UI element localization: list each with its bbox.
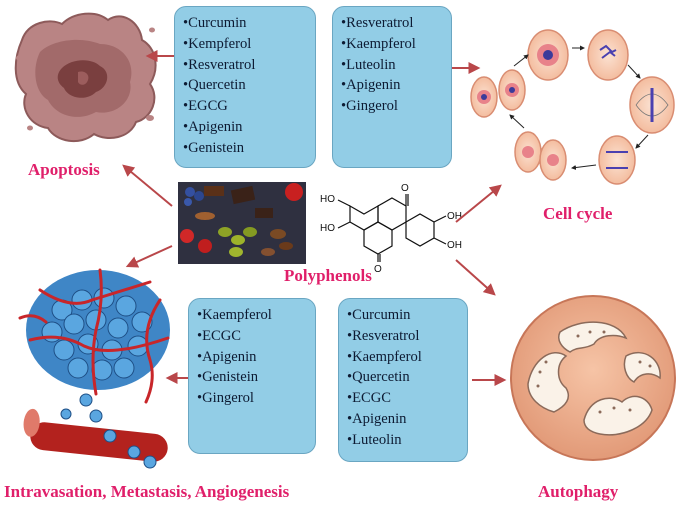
polyphenols-label: Polyphenols <box>284 266 372 285</box>
compound-item: •ECGC <box>347 390 392 407</box>
compound-item: •Kempferol <box>183 35 252 52</box>
cell-cycle-label: Cell cycle <box>543 204 613 223</box>
compound-item: •Gingerol <box>197 390 254 407</box>
atom-label-ho-upper: HO <box>320 194 335 205</box>
arrow-from-food-to-apoptosis <box>122 164 173 207</box>
atom-label-o-top: O <box>401 183 409 194</box>
compound-item: •Resveratrol <box>347 327 420 344</box>
compound-item: •EGCG <box>183 98 228 115</box>
autophagy-label: Autophagy <box>538 482 619 501</box>
compound-item: •Resveratrol <box>183 56 256 73</box>
atom-label-oh-upper: OH <box>447 211 462 222</box>
compound-item: •Apigenin <box>347 410 407 427</box>
compound-item: •Genistein <box>197 369 259 386</box>
compound-item: •Quercetin <box>183 77 246 94</box>
compound-item: •Curcumin <box>347 307 411 323</box>
compound-item: •ECGC <box>197 327 242 344</box>
compound-item: •Quercetin <box>347 369 410 386</box>
autophagy-compounds-box: •Curcumin •Resveratrol •Kaempferol •Quer… <box>338 298 468 462</box>
polyphenol-foods-image <box>178 182 306 264</box>
compound-item: •Curcumin <box>183 15 247 31</box>
compound-item: •Kaempferol <box>197 307 272 323</box>
compound-item: •Apigenin <box>183 118 243 135</box>
compound-item: •Apigenin <box>197 348 257 365</box>
atom-label-oh-lower: OH <box>447 240 462 251</box>
metastasis-compounds-box: •Kaempferol •ECGC •Apigenin •Genistein •… <box>188 298 316 454</box>
metastasis-label: Intravasation, Metastasis, Angiogenesis <box>4 482 290 501</box>
atom-label-o-bottom: O <box>374 264 382 275</box>
arrow-from-polyphenols-to-autophagy <box>455 259 496 296</box>
compound-item: •Apigenin <box>341 77 401 94</box>
compound-item: •Kaempferol <box>347 348 422 365</box>
compound-item: •Resveratrol <box>341 15 414 31</box>
apoptosis-label: Apoptosis <box>28 160 100 179</box>
cell-cycle-illustration <box>470 29 675 185</box>
compound-item: •Gingerol <box>341 98 398 115</box>
arrow-from-polyphenols-to-cell-cycle <box>455 184 502 223</box>
connector-arrows <box>122 50 507 386</box>
arrow-from-food-to-metastasis <box>125 245 173 268</box>
compound-item: •Luteolin <box>341 56 396 73</box>
compound-item: •Kaempferol <box>341 35 416 52</box>
atom-label-ho-lower: HO <box>320 223 335 234</box>
ellagic-acid-atom-labels: O O HO HO OH OH <box>320 183 462 275</box>
compound-item: •Luteolin <box>347 431 402 448</box>
cell-cycle-compounds-box: •Resveratrol •Kaempferol •Luteolin •Apig… <box>332 6 452 168</box>
ellagic-acid-structure <box>337 194 447 262</box>
apoptosis-compounds-box: •Curcumin •Kempferol •Resveratrol •Querc… <box>174 6 316 168</box>
autophagy-illustration <box>510 295 676 461</box>
apoptotic-cell-illustration <box>14 12 157 143</box>
compound-item: •Genistein <box>183 139 245 156</box>
metastasis-illustration <box>18 268 170 469</box>
